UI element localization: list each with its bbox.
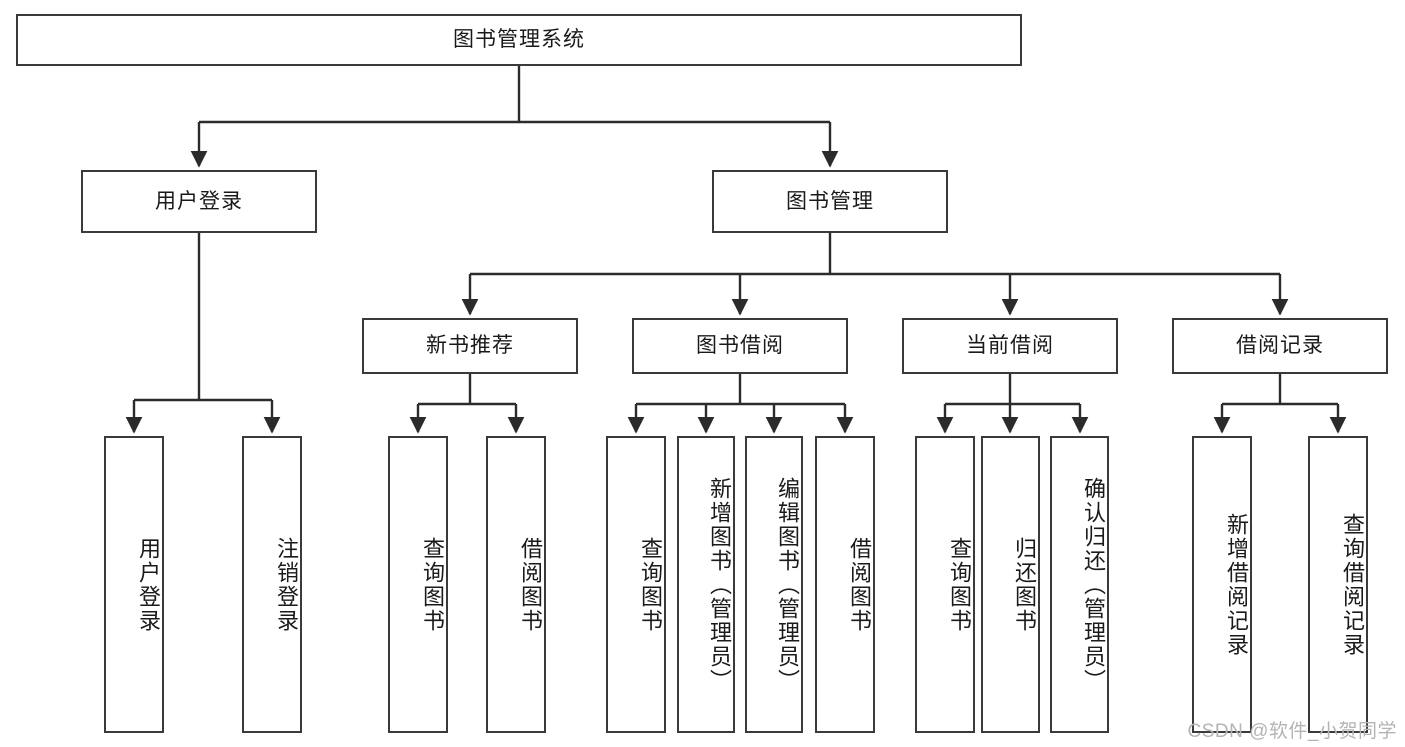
node-label: 新增借阅记录 (1224, 512, 1249, 657)
node-leaf-query-book-current[interactable]: 查询图书 (915, 436, 975, 733)
node-root-system[interactable]: 图书管理系统 (16, 14, 1022, 66)
node-leaf-user-login[interactable]: 用户登录 (104, 436, 164, 733)
node-new-book-recommend[interactable]: 新书推荐 (362, 318, 578, 374)
node-leaf-query-book-recommend[interactable]: 查询图书 (388, 436, 448, 733)
node-label: 查询图书 (947, 536, 972, 633)
node-label: 用户登录 (155, 189, 243, 213)
node-label: 图书管理系统 (453, 28, 585, 52)
node-book-borrow[interactable]: 图书借阅 (632, 318, 848, 374)
node-book-management[interactable]: 图书管理 (712, 170, 948, 233)
node-leaf-add-book-admin[interactable]: 新增图书（管理员） (677, 436, 735, 733)
node-label: 查询图书 (638, 536, 663, 633)
node-label: 新书推荐 (426, 334, 514, 358)
node-label: 借阅记录 (1236, 334, 1324, 358)
node-leaf-query-borrow-record[interactable]: 查询借阅记录 (1308, 436, 1368, 733)
node-leaf-query-book-borrow[interactable]: 查询图书 (606, 436, 666, 733)
node-label: 用户登录 (136, 536, 161, 633)
node-label: 确认归还（管理员） (1081, 476, 1106, 693)
node-leaf-edit-book-admin[interactable]: 编辑图书（管理员） (745, 436, 803, 733)
node-label: 新增图书（管理员） (707, 476, 732, 693)
node-label: 查询图书 (420, 536, 445, 633)
node-current-borrow[interactable]: 当前借阅 (902, 318, 1118, 374)
node-leaf-add-borrow-record[interactable]: 新增借阅记录 (1192, 436, 1252, 733)
node-label: 当前借阅 (966, 334, 1054, 358)
node-label: 归还图书 (1012, 536, 1037, 633)
node-leaf-confirm-return-admin[interactable]: 确认归还（管理员） (1050, 436, 1109, 733)
node-label: 编辑图书（管理员） (775, 476, 800, 693)
node-label: 图书借阅 (696, 334, 784, 358)
node-label: 图书管理 (786, 189, 874, 213)
node-label: 借阅图书 (518, 536, 543, 633)
node-borrow-record[interactable]: 借阅记录 (1172, 318, 1388, 374)
node-leaf-logout[interactable]: 注销登录 (242, 436, 302, 733)
node-leaf-return-book[interactable]: 归还图书 (981, 436, 1040, 733)
node-leaf-borrow-book-recommend[interactable]: 借阅图书 (486, 436, 546, 733)
node-label: 借阅图书 (847, 536, 872, 633)
node-leaf-borrow-book[interactable]: 借阅图书 (815, 436, 875, 733)
node-label: 查询借阅记录 (1340, 512, 1365, 657)
node-user-login[interactable]: 用户登录 (81, 170, 317, 233)
watermark-text: CSDN @软件_小贺同学 (1187, 721, 1397, 742)
node-label: 注销登录 (274, 536, 299, 633)
